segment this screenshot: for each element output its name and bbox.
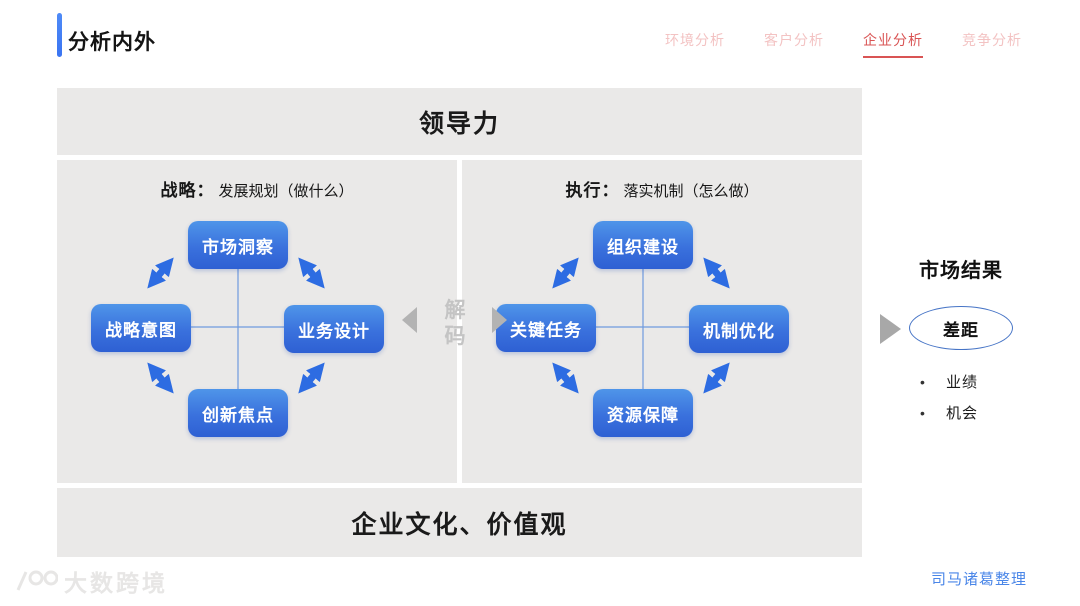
- node-market-insight: 市场洞察: [188, 221, 288, 269]
- watermark-text: 大数跨境: [64, 570, 168, 596]
- execution-title-bold: 执行：: [565, 181, 620, 200]
- leadership-banner-label: 领导力: [418, 109, 500, 138]
- bullet-performance: 业绩: [946, 374, 979, 391]
- execution-panel: 执行：落实机制（怎么做） 组织建设 关键任务 机制优化 资源保障: [462, 160, 862, 483]
- tab-enterprise-analysis[interactable]: 企业分析: [863, 30, 923, 58]
- bullet-opportunity: 机会: [946, 405, 979, 422]
- strategy-title-rest: 发展规划（做什么）: [218, 183, 354, 200]
- list-item: • 机会: [920, 402, 978, 423]
- node-strategic-intent: 战略意图: [91, 304, 191, 352]
- result-arrow-icon: [880, 314, 901, 344]
- strategy-panel-title: 战略：发展规划（做什么）: [57, 176, 457, 201]
- strategy-panel: 战略：发展规划（做什么） 市场洞察 战略意图 业务设计 创新焦点: [57, 160, 457, 483]
- node-organization-building: 组织建设: [593, 221, 693, 269]
- watermark-logo: 大数跨境: [14, 564, 168, 598]
- bullet-icon: •: [920, 373, 925, 390]
- decode-connector: 解 码: [396, 296, 516, 360]
- culture-banner-label: 企业文化、价值观: [351, 510, 568, 539]
- results-bullet-list: • 业绩 • 机会: [920, 371, 978, 433]
- gap-ellipse: 差距: [909, 306, 1013, 350]
- node-resource-guarantee: 资源保障: [593, 389, 693, 437]
- decode-label: 解 码: [440, 298, 470, 350]
- list-item: • 业绩: [920, 371, 978, 392]
- node-innovation-focus: 创新焦点: [188, 389, 288, 437]
- culture-banner: 企业文化、价值观: [57, 488, 862, 557]
- arrow-left-icon: [402, 307, 417, 333]
- strategy-diagram-arrows: [141, 245, 334, 413]
- bullet-icon: •: [920, 404, 925, 421]
- tab-customer-analysis[interactable]: 客户分析: [764, 32, 824, 48]
- credit-text: 司马诸葛整理: [931, 571, 1028, 588]
- arrow-right-icon: [492, 307, 507, 333]
- market-results-title: 市场结果: [919, 260, 1003, 282]
- execution-panel-title: 执行：落实机制（怎么做）: [462, 176, 862, 201]
- decode-char-bottom: 码: [444, 325, 466, 348]
- leadership-banner: 领导力: [57, 88, 862, 155]
- node-mechanism-optimization: 机制优化: [689, 305, 789, 353]
- node-business-design: 业务设计: [284, 305, 384, 353]
- top-nav: 环境分析 客户分析 企业分析 竞争分析: [665, 30, 1022, 58]
- tab-competition-analysis[interactable]: 竞争分析: [962, 32, 1022, 48]
- decode-char-top: 解: [444, 299, 466, 322]
- watermark-100-icon: [16, 570, 58, 591]
- node-key-tasks: 关键任务: [496, 304, 596, 352]
- strategy-title-bold: 战略：: [160, 181, 215, 200]
- execution-title-rest: 落实机制（怎么做）: [623, 183, 759, 200]
- page-title: 分析内外: [68, 31, 156, 54]
- execution-diagram-arrows: [546, 245, 739, 413]
- title-accent-bar: [57, 13, 62, 57]
- tab-environment-analysis[interactable]: 环境分析: [665, 32, 725, 48]
